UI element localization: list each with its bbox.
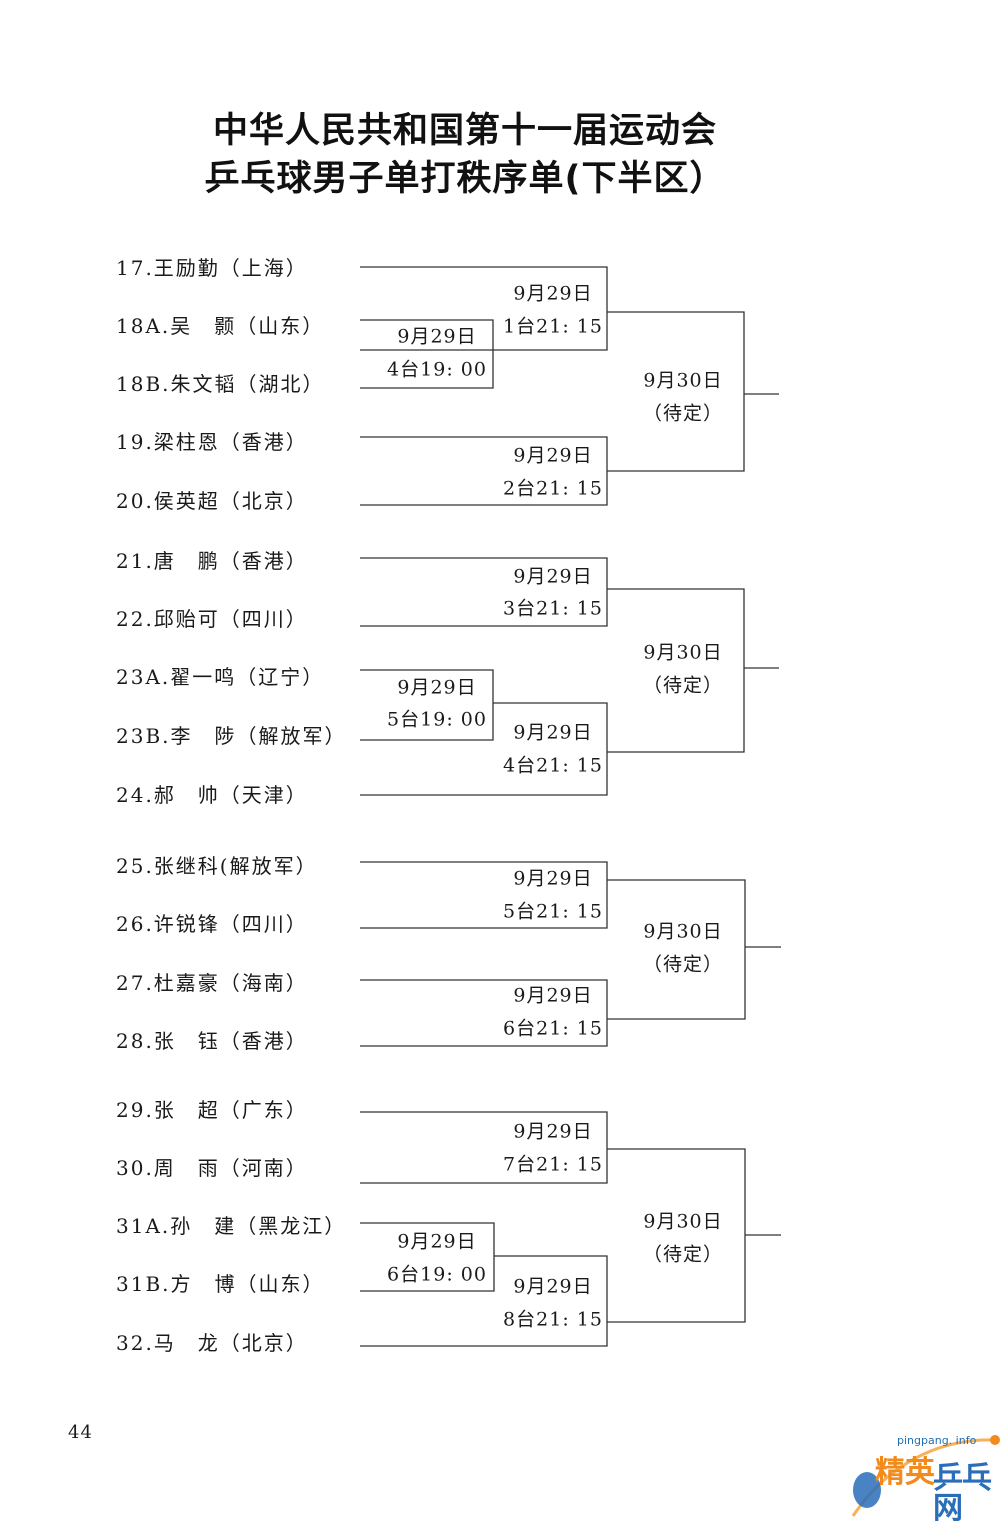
player-entry: 22.邱贻可（四川） <box>116 607 308 631</box>
match-slot: 5台21: 15 <box>503 900 603 923</box>
match-date: 9月29日 <box>397 325 477 348</box>
match-status: （待定） <box>642 674 724 697</box>
player-entry: 18A.吴 颢（山东） <box>116 314 325 338</box>
match-date: 9月30日 <box>643 641 723 664</box>
match-date: 9月29日 <box>513 1120 593 1143</box>
player-entry: 30.周 雨（河南） <box>116 1156 308 1180</box>
bracket-line <box>360 979 608 1047</box>
match-slot: 6台19: 00 <box>387 1263 487 1286</box>
player-entry: 23A.翟一鸣（辽宁） <box>116 665 325 689</box>
match-date: 9月29日 <box>513 721 593 744</box>
player-entry: 17.王励勤（上海） <box>116 256 308 280</box>
player-entry: 28.张 钰（香港） <box>116 1029 308 1053</box>
bracket-line <box>607 879 746 1020</box>
bracket-line <box>607 311 745 472</box>
match-date: 9月29日 <box>513 282 593 305</box>
document-title-line2: 乒乓球男子单打秩序单(下半区） <box>204 159 726 199</box>
match-date: 9月30日 <box>643 920 723 943</box>
player-entry: 21.唐 鹏（香港） <box>116 549 308 573</box>
bracket-line <box>360 1222 495 1292</box>
match-slot: 7台21: 15 <box>503 1153 603 1176</box>
player-entry: 27.杜嘉豪（海南） <box>116 971 308 995</box>
match-slot: 5台19: 00 <box>387 708 487 731</box>
player-entry: 31B.方 博（山东） <box>116 1272 325 1296</box>
match-slot: 6台21: 15 <box>503 1017 603 1040</box>
match-slot: 8台21: 15 <box>503 1308 603 1331</box>
match-status: （待定） <box>642 1243 724 1266</box>
player-entry: 26.许锐锋（四川） <box>116 912 308 936</box>
match-slot: 4台19: 00 <box>387 358 487 381</box>
ping-pong-paddle-icon <box>851 1435 1000 1517</box>
match-date: 9月29日 <box>513 565 593 588</box>
bracket-line <box>360 669 494 741</box>
match-date: 9月30日 <box>643 1210 723 1233</box>
player-entry: 31A.孙 建（黑龙江） <box>116 1214 347 1238</box>
player-entry: 23B.李 陟（解放军） <box>116 724 347 748</box>
player-entry: 29.张 超（广东） <box>116 1098 308 1122</box>
player-entry: 25.张继科(解放军） <box>116 854 318 878</box>
match-date: 9月29日 <box>513 1275 593 1298</box>
bracket-line <box>360 319 494 389</box>
player-entry: 18B.朱文韬（湖北） <box>116 372 325 396</box>
bracket-line <box>360 702 608 796</box>
player-entry: 24.郝 帅（天津） <box>116 783 308 807</box>
watermark-brand-secondary: 乒乓网 <box>933 1461 992 1526</box>
match-date: 9月29日 <box>513 867 593 890</box>
match-status: （待定） <box>642 953 724 976</box>
bracket-line <box>360 557 608 627</box>
document-title-line1: 中华人民共和国第十一届运动会 <box>212 111 717 151</box>
match-slot: 1台21: 15 <box>503 315 603 338</box>
watermark-brand-primary: 精英 <box>875 1455 935 1490</box>
match-date: 9月29日 <box>397 1230 477 1253</box>
match-date: 9月29日 <box>513 984 593 1007</box>
player-entry: 32.马 龙（北京） <box>116 1331 308 1355</box>
player-entry: 19.梁柱恩（香港） <box>116 430 308 454</box>
match-date: 9月29日 <box>513 444 593 467</box>
match-status: （待定） <box>642 402 724 425</box>
watermark-domain: pingpang. info <box>897 1434 977 1447</box>
player-entry: 20.侯英超（北京） <box>116 489 308 513</box>
page-number: 44 <box>68 1422 93 1443</box>
match-slot: 4台21: 15 <box>503 754 603 777</box>
watermark-logo: pingpang. info 精英 乒乓网 <box>845 1428 1003 1526</box>
bracket-line <box>360 1111 608 1184</box>
bracket-line <box>360 1255 608 1347</box>
match-date: 9月30日 <box>643 369 723 392</box>
bracket-line <box>607 1148 746 1323</box>
bracket-line <box>360 266 608 351</box>
match-slot: 3台21: 15 <box>503 597 603 620</box>
match-date: 9月29日 <box>397 676 477 699</box>
bracket-line <box>607 588 745 753</box>
bracket-line <box>360 861 608 929</box>
match-slot: 2台21: 15 <box>503 477 603 500</box>
